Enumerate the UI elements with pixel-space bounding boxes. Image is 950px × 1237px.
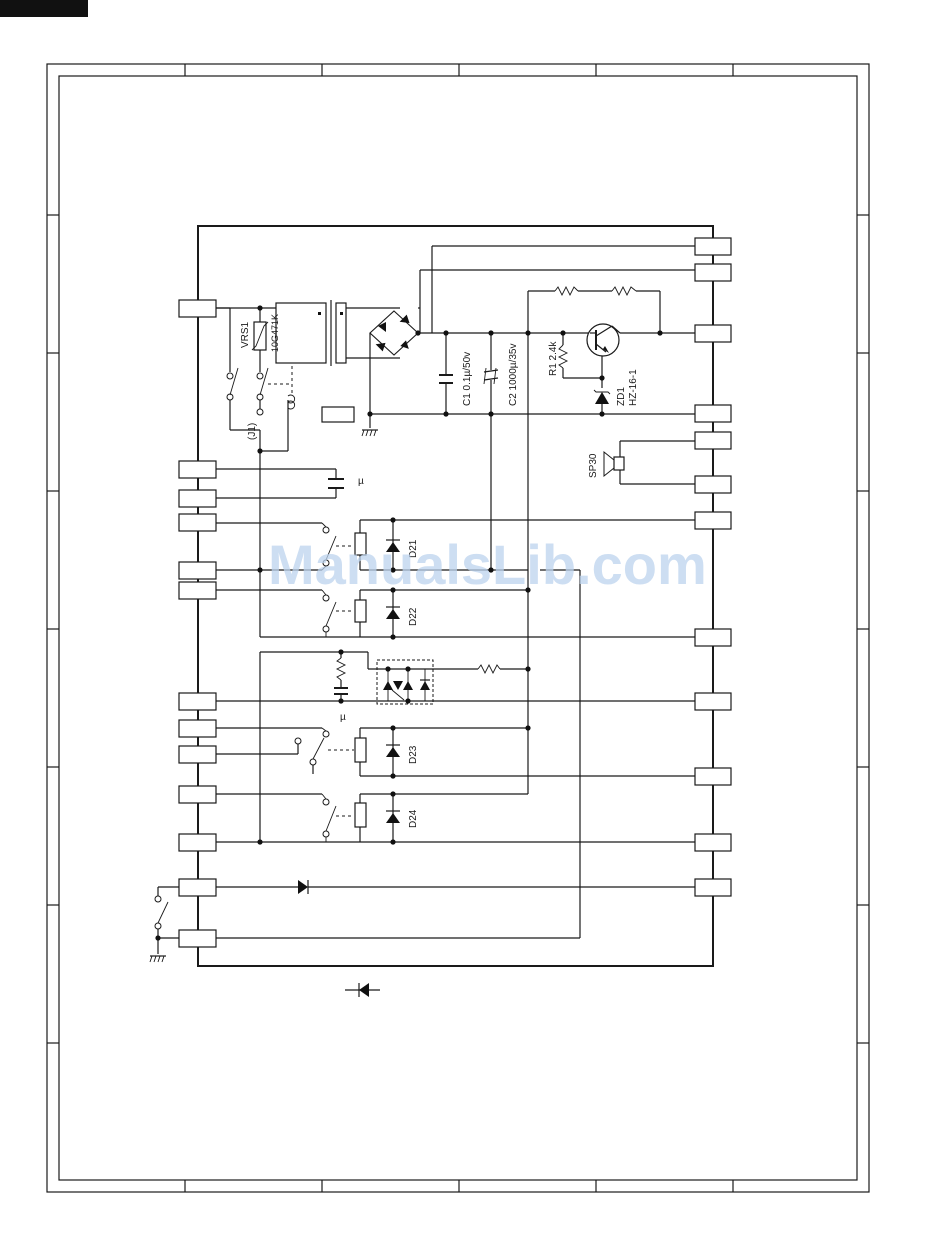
relay-2 — [322, 590, 400, 637]
relay-3 — [295, 728, 400, 765]
sheet-frame — [47, 64, 869, 1192]
header-tab — [0, 0, 88, 17]
label-vrs1-value: 10G471K — [270, 314, 280, 352]
label-d22: D22 — [408, 607, 419, 626]
buzzer-sp30 — [604, 452, 624, 476]
triac-module — [377, 660, 433, 704]
circuit-wires — [158, 246, 695, 954]
label-sp30: SP30 — [588, 453, 599, 478]
legend-diode — [345, 983, 380, 997]
label-mu-top: µ — [358, 476, 364, 487]
resistor-snubber — [334, 658, 348, 694]
label-d23: D23 — [408, 745, 419, 764]
resistor-triac — [478, 665, 500, 673]
label-d24: D24 — [408, 809, 419, 828]
label-zd1: ZD1 — [616, 387, 627, 406]
label-c1: C1 0.1µ/50v — [462, 352, 473, 406]
zener-zd1 — [594, 390, 610, 404]
label-mu-mid: µ — [340, 712, 346, 723]
transistor — [587, 324, 620, 356]
capacitor-small — [328, 479, 344, 488]
door-switch — [155, 896, 168, 929]
diode-bottom — [298, 880, 308, 894]
label-vrs1: VRS1 — [240, 321, 251, 348]
coil-j1 — [288, 395, 295, 440]
transformer — [276, 300, 346, 366]
relay-4 — [322, 794, 400, 842]
bridge-rectifier — [370, 311, 418, 355]
watermark: ManualsLib.com — [268, 533, 707, 596]
resistor-r1 — [559, 345, 567, 368]
label-r1: R1 2.4k — [548, 341, 559, 376]
capacitor-c1 — [439, 375, 453, 383]
varistor-vrs1 — [252, 322, 268, 350]
label-c2: C2 1000µ/35v — [508, 344, 519, 406]
label-zd1-part: HZ-16-1 — [628, 369, 639, 406]
label-j1: (J1) — [247, 423, 258, 440]
